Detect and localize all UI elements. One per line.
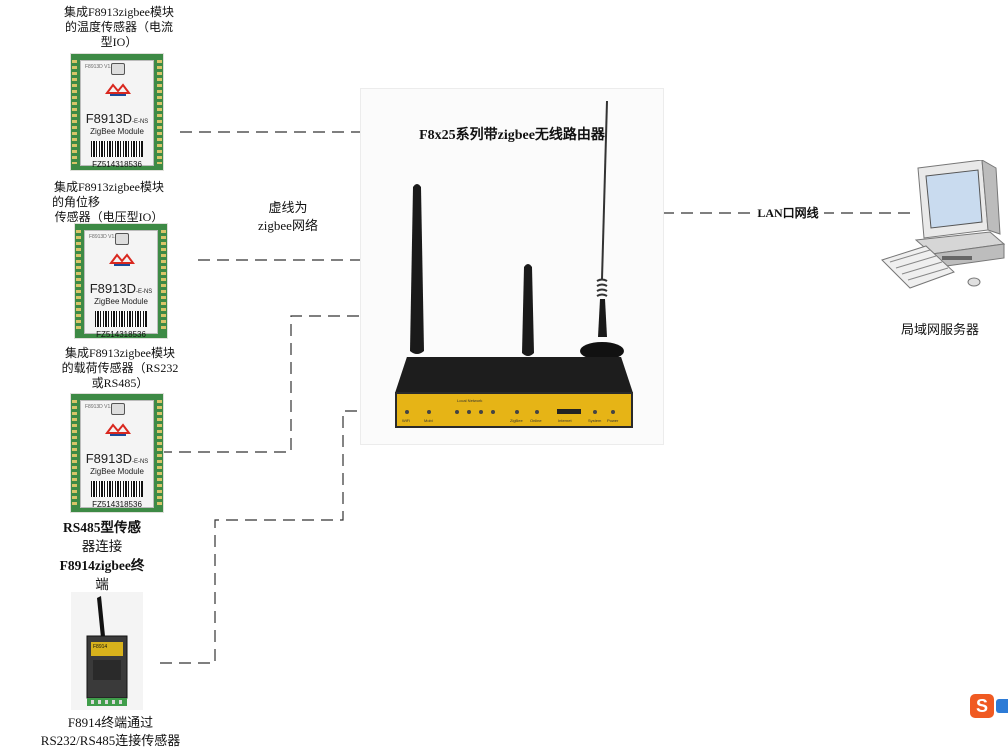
module-1-barcode xyxy=(91,141,143,157)
module-2-label-line-2: 的角位移 xyxy=(52,195,101,209)
module-3-barcode xyxy=(91,481,143,497)
front-label-internet: Internet xyxy=(558,418,572,423)
module-3-label-line-2: 的载荷传感器（RS232 xyxy=(61,361,179,375)
front-label-power: Power xyxy=(607,418,619,423)
module-3-antenna-connector-icon xyxy=(111,403,125,415)
led-power-icon xyxy=(611,410,615,414)
terminal-model-label: F8914 xyxy=(93,644,108,650)
module-2-shield: F8913D V1.0 F8913D-E-NS ZigBee Module FZ… xyxy=(84,230,158,338)
terminal-caption: F8914终端通过 RS232/RS485连接传感器 xyxy=(18,714,203,750)
four-faith-logo-icon xyxy=(109,253,135,266)
module-1-tag: F8913D V1.0 xyxy=(85,64,115,70)
terminal-caption-line-2: RS232/RS485连接传感器 xyxy=(40,733,181,748)
led-zigbee-icon xyxy=(515,410,519,414)
terminal-caption-line-1: F8914终端通过 xyxy=(67,715,154,730)
zigbee-network-note: 虚线为 zigbee网络 xyxy=(238,199,338,235)
module-3-serial: FZ514318536 xyxy=(92,500,142,509)
module-1-antenna-connector-icon xyxy=(111,63,125,75)
module-2-model-text: F8913D xyxy=(89,281,136,296)
module-3-label-line-3: 或RS485） xyxy=(91,376,149,390)
module-3-subtitle: ZigBee Module xyxy=(90,467,144,476)
sim-slot-icon xyxy=(557,409,581,414)
module-1-model-text: F8913D xyxy=(85,111,132,126)
led-lan1-icon xyxy=(455,410,459,414)
module-3-model: F8913D-E-NS xyxy=(81,451,153,466)
rs485-note-line-3: F8914zigbee终 xyxy=(59,558,145,573)
front-label-zigbee: ZigBee xyxy=(510,418,523,423)
module-2-label: 集成F8913zigbee模块 的角位移 传感器（电压型IO） xyxy=(34,180,184,225)
f8914-terminal-icon xyxy=(86,596,128,706)
front-label-wifi: WiFi xyxy=(402,418,410,423)
module-3-model-text: F8913D xyxy=(85,451,132,466)
module-1-serial: FZ514318536 xyxy=(92,160,142,169)
server-computer-icon xyxy=(881,160,1006,289)
four-faith-logo-icon xyxy=(105,83,131,96)
led-system-icon xyxy=(593,410,597,414)
module-1-label-line-3: 型IO） xyxy=(100,35,138,49)
network-note-line-1: 虚线为 xyxy=(268,200,308,215)
zigbee-module-1: F8913D V1.0 F8913D-E-NS ZigBee Module FZ… xyxy=(70,53,164,171)
front-label-online: Online xyxy=(530,418,542,423)
module-1-label-line-1: 集成F8913zigbee模块 xyxy=(64,5,174,19)
led-lan3-icon xyxy=(479,410,483,414)
zigbee-module-2: F8913D V1.0 F8913D-E-NS ZigBee Module FZ… xyxy=(74,223,168,339)
rs485-note-line-4: 端 xyxy=(95,577,109,592)
module-2-antenna-connector-icon xyxy=(115,233,129,245)
lan-cable-label: LAN口网线 xyxy=(752,206,824,221)
router-image: F8x25系列带zigbee无线路由器 WiFi Mobi Local Netw… xyxy=(360,88,664,445)
router-body-top xyxy=(395,357,633,393)
module-2-subtitle: ZigBee Module xyxy=(94,297,148,306)
router-title: F8x25系列带zigbee无线路由器 xyxy=(419,128,605,143)
four-faith-logo-icon xyxy=(105,423,131,436)
router-antennas-icon xyxy=(410,100,624,360)
zigbee-link-3 xyxy=(160,315,360,453)
server-label: 局域网服务器 xyxy=(900,322,979,337)
module-3-label: 集成F8913zigbee模块 的载荷传感器（RS232 或RS485） xyxy=(45,346,195,391)
led-online-icon xyxy=(535,410,539,414)
watermark-tab-icon xyxy=(996,699,1008,713)
module-2-label-line-3: 传感器（电压型IO） xyxy=(54,210,164,224)
zigbee-module-3: F8913D V1.0 F8913D-E-NS ZigBee Module FZ… xyxy=(70,393,164,513)
module-1-model: F8913D-E-NS xyxy=(81,111,153,126)
rs485-note: RS485型传感 器连接 F8914zigbee终 端 xyxy=(42,518,162,594)
front-label-local-network: Local Network xyxy=(457,398,483,403)
module-1-label-line-2: 的温度传感器（电流 xyxy=(64,20,173,34)
led-lan2-icon xyxy=(467,410,471,414)
network-note-line-2: zigbee网络 xyxy=(258,218,318,233)
module-1-subtitle: ZigBee Module xyxy=(90,127,144,136)
module-2-serial: FZ514318536 xyxy=(96,330,146,339)
module-2-model: F8913D-E-NS xyxy=(85,281,157,296)
router-front-panel: WiFi Mobi Local Network ZigBee Online In… xyxy=(395,392,633,428)
module-3-tag: F8913D V1.0 xyxy=(85,404,115,410)
sogou-watermark-icon: S xyxy=(970,694,994,718)
zigbee-link-4 xyxy=(160,410,360,664)
module-2-barcode xyxy=(95,311,147,327)
module-3-label-line-1: 集成F8913zigbee模块 xyxy=(65,346,175,360)
led-lan4-icon xyxy=(491,410,495,414)
module-2-tag: F8913D V1.0 xyxy=(89,234,119,240)
front-label-system: System xyxy=(588,418,602,423)
module-2-model-suffix: -E-NS xyxy=(135,289,153,295)
led-wifi-icon xyxy=(405,410,409,414)
module-1-model-suffix: -E-NS xyxy=(131,119,149,125)
module-1-label: 集成F8913zigbee模块 的温度传感器（电流 型IO） xyxy=(44,5,194,50)
module-3-model-suffix: -E-NS xyxy=(131,459,149,465)
led-mobi-icon xyxy=(427,410,431,414)
module-1-shield: F8913D V1.0 F8913D-E-NS ZigBee Module FZ… xyxy=(80,60,154,169)
front-label-mobi: Mobi xyxy=(424,418,433,423)
f8914-terminal-image: F8914 xyxy=(71,592,143,710)
rs485-note-line-2: 器连接 xyxy=(81,539,123,554)
rs485-note-line-1: RS485型传感 xyxy=(62,520,141,535)
module-2-label-line-1: 集成F8913zigbee模块 xyxy=(54,180,164,194)
module-3-shield: F8913D V1.0 F8913D-E-NS ZigBee Module FZ… xyxy=(80,400,154,509)
